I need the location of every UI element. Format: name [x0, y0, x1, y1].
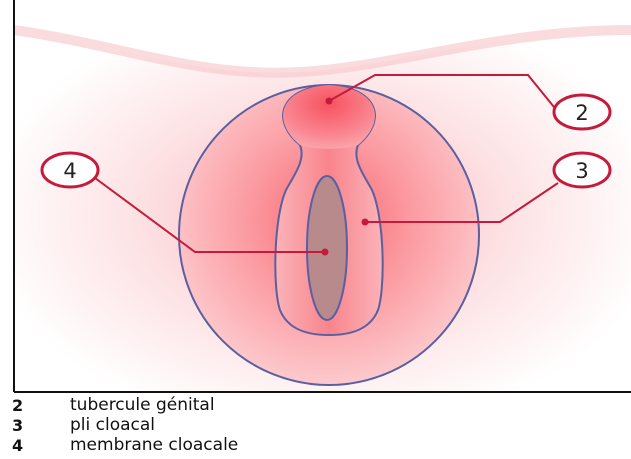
cloacal-membrane-shape: [307, 176, 347, 320]
legend: 2 tubercule génital 3 pli cloacal 4 memb…: [12, 395, 612, 455]
legend-number: 2: [12, 396, 70, 415]
leader-dot-2: [326, 98, 333, 105]
legend-row-2: 2 tubercule génital: [12, 395, 612, 415]
callout-4-number: 4: [63, 159, 76, 183]
callout-4: 4: [42, 153, 98, 187]
legend-label: pli cloacal: [70, 415, 155, 435]
callout-2-number: 2: [575, 101, 588, 125]
callout-2: 2: [554, 95, 610, 129]
genital-tubercle-shape: [283, 85, 375, 149]
leader-dot-3: [362, 219, 369, 226]
legend-label: tubercule génital: [70, 395, 215, 415]
legend-number: 3: [12, 416, 70, 435]
legend-row-3: 3 pli cloacal: [12, 415, 612, 435]
callout-3-number: 3: [575, 159, 588, 183]
legend-label: membrane cloacale: [70, 435, 238, 455]
embryo-diagram: 2 3 4: [0, 0, 631, 400]
legend-number: 4: [12, 436, 70, 455]
leader-dot-4: [322, 249, 329, 256]
legend-row-4: 4 membrane cloacale: [12, 435, 612, 455]
callout-3: 3: [554, 153, 610, 187]
